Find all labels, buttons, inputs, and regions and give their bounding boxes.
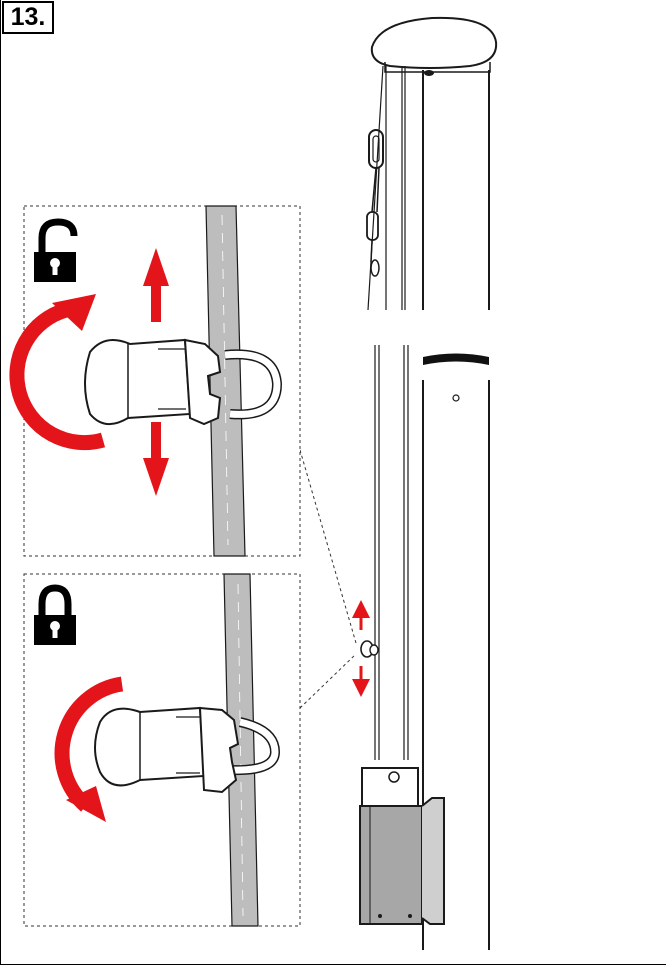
cord-clip-closed — [94, 706, 281, 794]
up-arrow-icon — [143, 248, 169, 322]
unlock-icon — [34, 218, 78, 282]
rotate-arrow-icon — [54, 676, 124, 822]
down-arrow-icon — [143, 422, 169, 496]
cord-clip-open — [84, 338, 283, 426]
unlock-panel — [9, 205, 301, 557]
rotate-arrow-icon — [9, 294, 106, 451]
carabiner — [366, 129, 384, 277]
cord-clip-small — [360, 640, 379, 658]
base-box — [359, 767, 445, 925]
lock-icon — [34, 584, 76, 645]
pole-cap — [370, 16, 498, 76]
pole-assembly — [352, 16, 498, 950]
lock-panel — [23, 573, 301, 927]
step-number: 13. — [2, 1, 54, 34]
